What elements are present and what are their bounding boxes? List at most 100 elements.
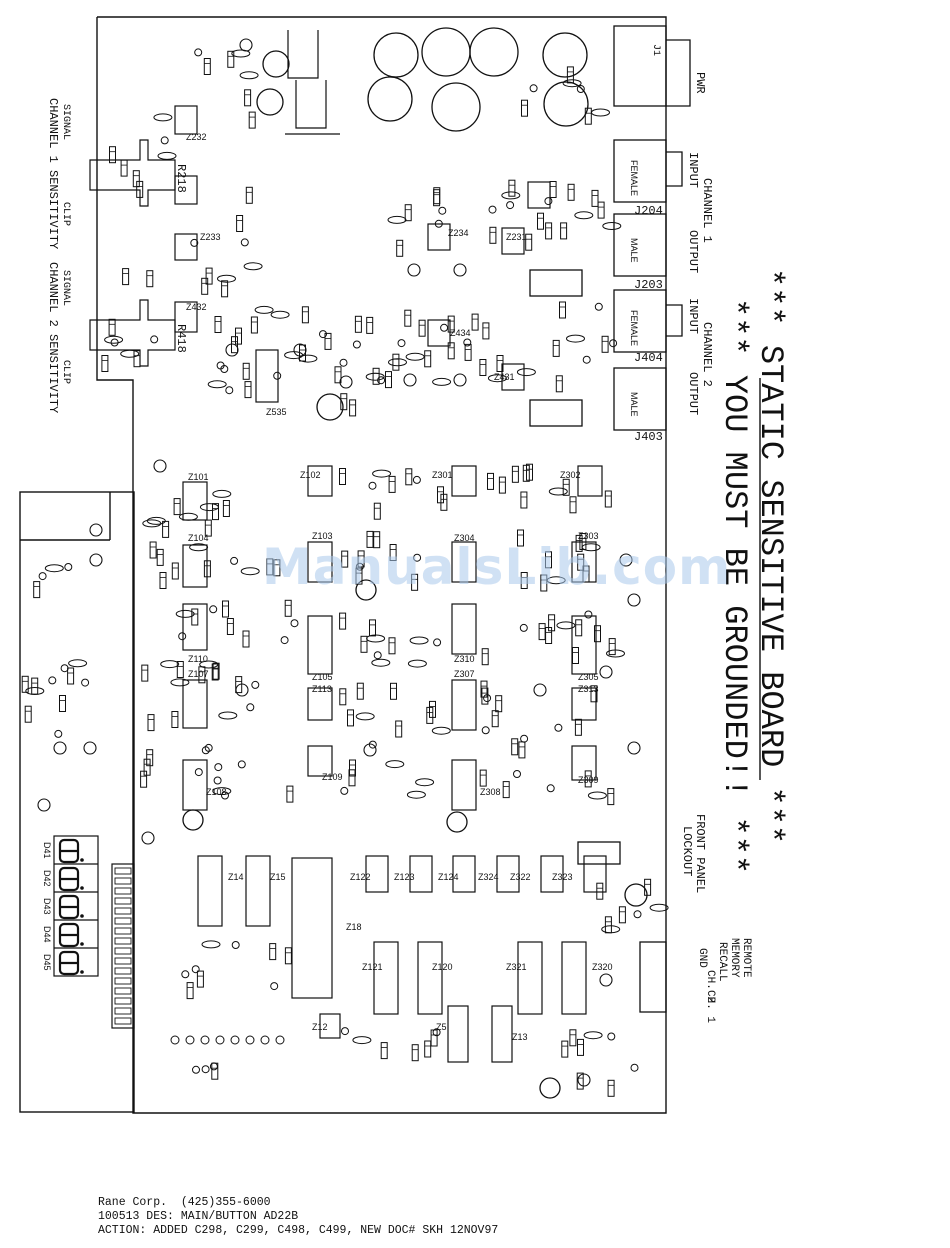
- regulators: [174, 30, 340, 333]
- resistor: [559, 301, 566, 319]
- ch1-clip-label: CLIP: [60, 202, 71, 226]
- resistor: [21, 675, 29, 693]
- component-layer: [21, 48, 669, 1097]
- lockout-label: LOCKOUT: [680, 826, 694, 876]
- small-capacitor: [239, 38, 253, 52]
- resistor: [574, 718, 582, 736]
- pad: [220, 365, 229, 373]
- pad: [520, 734, 529, 743]
- resistor: [601, 335, 609, 353]
- film-capacitor: [355, 712, 375, 721]
- film-capacitor: [120, 349, 140, 358]
- resistor: [108, 318, 116, 336]
- header-pin: [114, 897, 132, 905]
- resistor: [269, 943, 277, 961]
- film-capacitor: [157, 151, 177, 160]
- resistor: [498, 476, 506, 494]
- resistor: [372, 367, 380, 385]
- resistor: [584, 107, 592, 125]
- film-capacitor: [385, 760, 405, 769]
- pad: [529, 84, 538, 93]
- resistor: [591, 189, 599, 207]
- resistor: [482, 322, 490, 340]
- resistor: [324, 332, 332, 350]
- chip-label: Z107: [188, 669, 209, 679]
- film-capacitor: [199, 660, 219, 669]
- film-capacitor: [546, 576, 566, 585]
- small-capacitor: [293, 343, 307, 357]
- pad: [488, 205, 497, 214]
- chip-label: Z231: [506, 232, 527, 242]
- j1-label: J1: [650, 44, 661, 56]
- ch2-input-label: INPUT: [686, 298, 700, 334]
- pad: [368, 481, 377, 490]
- resistor: [141, 664, 149, 682]
- resistor: [489, 226, 497, 244]
- film-capacitor: [487, 374, 507, 383]
- pad: [190, 238, 199, 247]
- pad: [246, 703, 255, 712]
- chip-label: Z15: [270, 872, 286, 882]
- resistor: [487, 472, 494, 490]
- resistor: [349, 759, 356, 777]
- film-capacitor: [201, 940, 221, 949]
- resistor: [266, 558, 274, 576]
- resistor: [548, 614, 556, 632]
- header-pin: [114, 907, 132, 915]
- resistor: [491, 710, 499, 728]
- test-pad: [230, 1035, 240, 1045]
- resistor: [221, 280, 229, 298]
- resistor: [569, 1029, 577, 1047]
- capacitor-layer: [37, 38, 641, 1087]
- header-pin: [114, 917, 132, 925]
- ch1-output-label: OUTPUT: [686, 230, 700, 273]
- pad: [481, 726, 490, 735]
- resistor: [244, 381, 252, 399]
- chip-label: Z431: [494, 372, 515, 382]
- resistor: [584, 770, 592, 788]
- resistor: [572, 647, 579, 664]
- resistor: [373, 531, 381, 549]
- resistor: [517, 529, 524, 547]
- small-capacitor: [89, 523, 103, 537]
- film-capacitor: [104, 335, 124, 344]
- chip-label: Z108: [206, 787, 227, 797]
- test-pad: [260, 1035, 270, 1045]
- chip-label: Z105: [312, 672, 333, 682]
- film-capacitor: [409, 636, 429, 645]
- chip-label: Z313: [578, 684, 599, 694]
- header-pin: [114, 1017, 132, 1025]
- film-capacitor: [566, 334, 585, 343]
- resistor: [205, 267, 213, 285]
- footer-doc: 100513 DES: MAIN/BUTTON AD22B: [98, 1210, 299, 1223]
- header-pin: [114, 877, 132, 885]
- small-capacitor: [627, 593, 641, 607]
- footer: Rane Corp. (425)355-6000 100513 DES: MAI…: [98, 1196, 498, 1238]
- film-capacitor: [270, 310, 290, 319]
- film-capacitor: [178, 512, 198, 521]
- pad: [221, 791, 229, 800]
- chip-label-layer: Z101Z104Z110Z107Z108Z102Z103Z105Z113Z109…: [186, 132, 613, 1042]
- resistor: [366, 316, 374, 334]
- chip-label: Z102: [300, 470, 321, 480]
- pad: [201, 1065, 210, 1074]
- ch1-input-label: INPUT: [686, 152, 700, 188]
- small-capacitor: [599, 665, 613, 679]
- pad: [397, 339, 406, 348]
- resistor: [561, 1040, 569, 1058]
- pad: [506, 201, 515, 210]
- pad: [191, 965, 200, 974]
- resistor: [518, 741, 526, 759]
- resistor: [596, 882, 604, 900]
- resistor: [404, 309, 412, 327]
- display-digit-label: D41: [42, 842, 52, 859]
- ch2-output-label: OUTPUT: [686, 372, 700, 415]
- chip-label: Z307: [454, 669, 475, 679]
- resistor: [608, 638, 616, 656]
- resistor: [235, 327, 242, 345]
- resistor: [560, 222, 568, 240]
- film-capacitor: [583, 1031, 603, 1040]
- recall-label: RECALL: [716, 942, 728, 982]
- remote-label: REMOTE: [740, 938, 752, 978]
- film-capacitor: [556, 621, 576, 630]
